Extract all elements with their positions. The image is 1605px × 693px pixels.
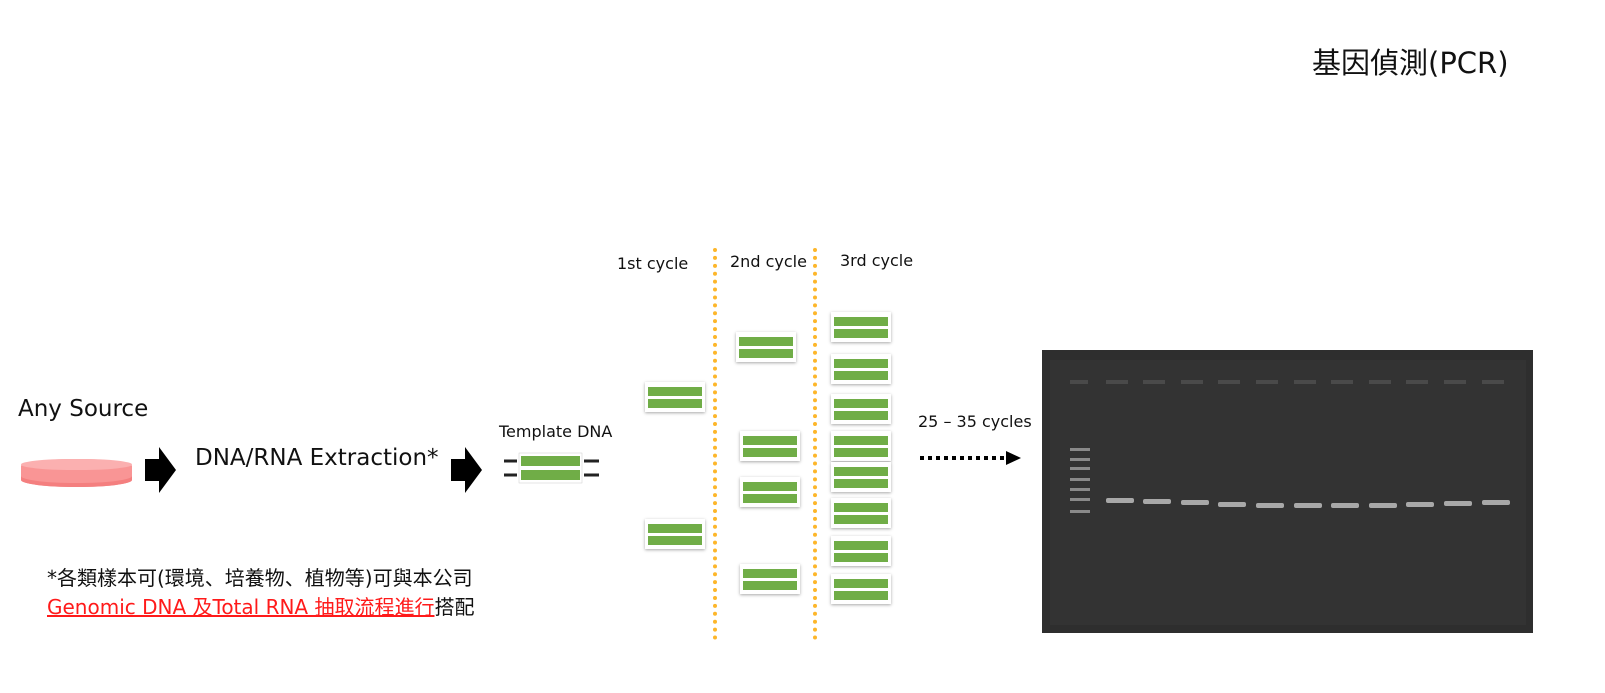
dotted-arrow-icon: [920, 451, 1021, 465]
dna-fragment: [740, 564, 800, 594]
note-line-2-suffix: 搭配: [434, 595, 475, 619]
cycle-divider: [813, 248, 817, 640]
arrow-right-icon: [451, 447, 482, 493]
dna-fragment: [645, 382, 705, 412]
template-dna-label: Template DNA: [499, 422, 613, 441]
sample-note: *各類樣本可(環境、培養物、植物等)可與本公司 Genomic DNA 及Tot…: [47, 564, 474, 622]
cycle-1-label: 1st cycle: [617, 254, 689, 273]
template-dna-icon: [504, 452, 599, 484]
note-line-2: Genomic DNA 及Total RNA 抽取流程進行搭配: [47, 593, 474, 622]
cycle-3-label: 3rd cycle: [840, 251, 914, 270]
dna-fragment: [831, 394, 891, 424]
cycle-count-label: 25 – 35 cycles: [918, 412, 1032, 431]
extraction-label: DNA/RNA Extraction*: [195, 445, 439, 471]
cycle-divider: [713, 248, 717, 640]
dna-fragment: [740, 477, 800, 507]
dna-fragment: [736, 332, 796, 362]
dna-fragment: [740, 431, 800, 461]
dna-fragment: [831, 462, 891, 492]
page-title: 基因偵測(PCR): [1312, 46, 1509, 80]
arrow-right-icon: [145, 447, 176, 493]
dna-fragment: [831, 312, 891, 342]
dna-fragment: [831, 536, 891, 566]
petri-dish-lid: [21, 459, 132, 470]
cycle-2-label: 2nd cycle: [730, 252, 807, 271]
dna-fragment: [831, 354, 891, 384]
dna-fragment: [831, 431, 891, 461]
dna-fragment: [645, 519, 705, 549]
note-highlight-link[interactable]: Genomic DNA 及Total RNA 抽取流程進行: [47, 595, 435, 619]
note-line-1: *各類樣本可(環境、培養物、植物等)可與本公司: [47, 566, 473, 590]
gel-image-drawing: [1042, 350, 1533, 633]
dna-fragment: [831, 574, 891, 604]
source-label: Any Source: [18, 396, 149, 422]
gel-electrophoresis-image: [1042, 350, 1533, 633]
dna-fragment: [831, 498, 891, 528]
